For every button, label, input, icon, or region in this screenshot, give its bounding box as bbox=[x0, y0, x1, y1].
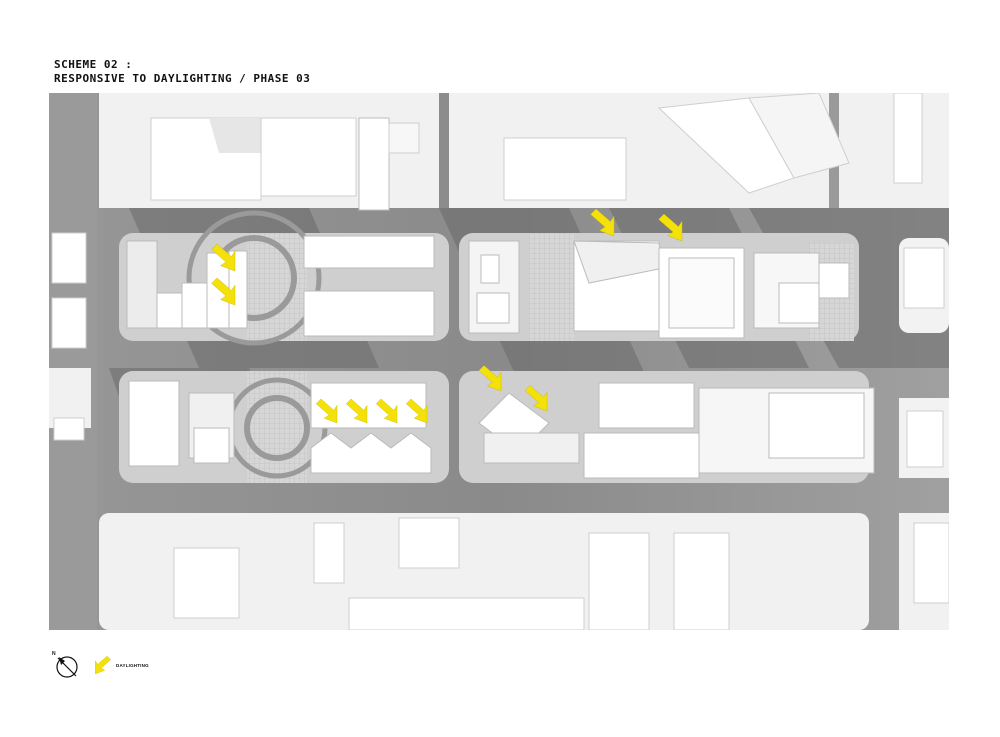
site-plan bbox=[49, 93, 949, 630]
daylighting-legend-label: DAYLIGHTING bbox=[116, 663, 149, 668]
block-row-1 bbox=[119, 210, 859, 346]
north-blocks bbox=[99, 93, 949, 211]
south-blocks bbox=[99, 513, 949, 630]
title-line-2: RESPONSIVE TO DAYLIGHTING / PHASE 03 bbox=[54, 72, 311, 85]
west-blocks bbox=[49, 93, 97, 630]
north-arrow-icon bbox=[56, 656, 78, 678]
daylight-arrow-icon bbox=[95, 655, 111, 675]
title-line-1: SCHEME 02 : bbox=[54, 58, 133, 71]
diagram-title: SCHEME 02 : RESPONSIVE TO DAYLIGHTING / … bbox=[54, 58, 310, 86]
north-label: N bbox=[52, 651, 56, 657]
east-blocks bbox=[899, 238, 949, 478]
block-row-2 bbox=[119, 371, 875, 483]
